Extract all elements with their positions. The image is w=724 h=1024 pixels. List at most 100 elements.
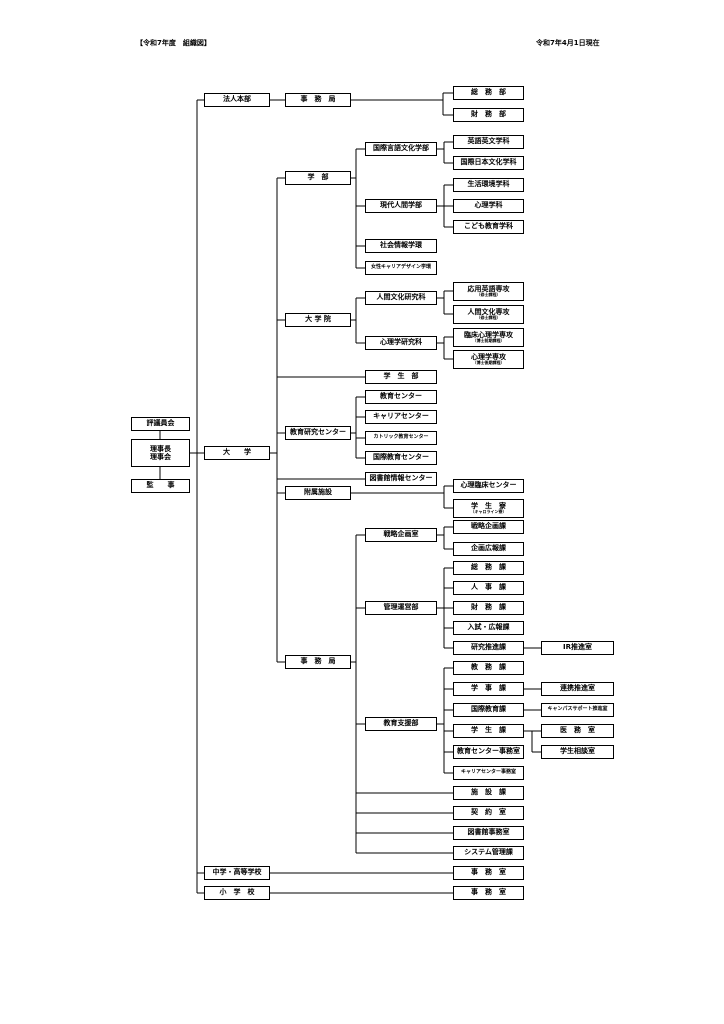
org-unit-label: こども教育学科 — [464, 222, 513, 231]
org-unit-dept-japan-culture: 国際日本文化学科 — [453, 156, 524, 170]
org-unit-label: キャリアセンター事務室 — [461, 769, 516, 776]
org-unit-grad-school: 大 学 院 — [285, 313, 351, 327]
org-unit-div-student-affairs: 学 事 課 — [453, 682, 524, 696]
org-unit-label: 国際教育課 — [471, 705, 506, 714]
org-unit-label: 心理臨床センター — [460, 481, 517, 490]
org-unit-label: 人間文化研究科 — [376, 293, 426, 302]
org-unit-label: 人 事 課 — [471, 583, 506, 592]
org-unit-sublabel: （博士前期課程） — [472, 338, 505, 344]
org-unit-label: 教育センター事務室 — [457, 747, 520, 756]
org-unit-label: 理事長 — [150, 444, 171, 453]
org-unit-label: 事 務 室 — [471, 868, 506, 877]
org-unit-faculties: 学 部 — [285, 171, 351, 185]
org-unit-career-center-office: キャリアセンター事務室 — [453, 766, 524, 780]
org-unit-label: 学 生 寮 — [471, 501, 506, 510]
org-unit-label: 入試・広報課 — [467, 623, 510, 632]
org-unit-label: 附属施設 — [304, 488, 332, 497]
document-date: 令和7年4月1日現在 — [536, 39, 600, 47]
org-unit-label: 施 設 課 — [471, 788, 506, 797]
org-unit-label: 心理学科 — [474, 201, 503, 210]
org-unit-prog-applied-english: 応用英語専攻（修士課程） — [453, 282, 524, 301]
org-unit-affiliated: 附属施設 — [285, 486, 351, 500]
org-unit-prog-human-culture: 人間文化専攻（修士課程） — [453, 305, 524, 324]
org-unit-div-facilities: 施 設 課 — [453, 786, 524, 800]
org-unit-univ-secretariat: 事 務 局 — [285, 655, 351, 669]
org-unit-hq-general-affairs: 総 務 部 — [453, 86, 524, 100]
org-unit-ed-support-dept: 教育支援部 — [365, 717, 437, 731]
org-unit-label: 戦略企画課 — [471, 522, 506, 531]
org-unit-label: システム管理課 — [464, 848, 513, 857]
org-unit-ir-office: IR推進室 — [541, 641, 614, 655]
org-unit-ed-research-center: 教育研究センター — [285, 426, 351, 440]
org-unit-label: 国際言語文化学部 — [373, 144, 429, 153]
org-unit-label: 評議員会 — [146, 419, 175, 428]
org-unit-label: 医 務 室 — [560, 726, 595, 735]
org-unit-label: 中学・高等学校 — [212, 868, 262, 877]
org-unit-label: 戦略企画室 — [383, 530, 419, 539]
org-unit-mgmt-dept: 管理運営部 — [365, 601, 437, 615]
org-unit-ctr-career: キャリアセンター — [365, 410, 437, 424]
org-unit-sublabel: （修士課程） — [476, 315, 501, 321]
org-unit-label: 図書館事務室 — [467, 828, 510, 837]
org-unit-systems-div: システム管理課 — [453, 846, 524, 860]
org-unit-student-affairs: 学 生 部 — [365, 370, 437, 384]
org-unit-label: 学 生 部 — [383, 372, 419, 381]
org-unit-label: 学 部 — [307, 173, 329, 182]
org-unit-label: キャリアセンター — [373, 412, 429, 421]
org-unit-aff-dorm: 学 生 寮（キャロライン寮） — [453, 499, 524, 518]
org-unit-strategy-office: 戦略企画室 — [365, 528, 437, 542]
org-unit-fac-modern-human: 現代人間学部 — [365, 199, 437, 213]
org-unit-label: 教育支援部 — [383, 719, 419, 728]
org-unit-label: 国際教育センター — [373, 453, 429, 462]
org-unit-ctr-intl-ed: 国際教育センター — [365, 451, 437, 465]
org-unit-elementary: 小 学 校 — [204, 886, 270, 900]
org-unit-label: 大 学 院 — [305, 315, 331, 324]
org-unit-label: 小 学 校 — [219, 888, 255, 897]
org-unit-label: 監 事 — [146, 481, 175, 490]
org-unit-counseling-office: 学生相談室 — [541, 745, 614, 759]
org-unit-ctr-education: 教育センター — [365, 390, 437, 404]
org-unit-label: 連携推進室 — [560, 684, 595, 693]
org-unit-hq-finance: 財 務 部 — [453, 108, 524, 122]
org-unit-label: 総 務 部 — [471, 88, 506, 97]
org-unit-label: 臨床心理学専攻 — [464, 330, 513, 339]
org-unit-label: 教 務 課 — [471, 663, 506, 672]
org-unit-label: 大 学 — [223, 448, 251, 457]
org-unit-label: 学 生 課 — [471, 726, 506, 735]
org-unit-div-pr: 企画広報課 — [453, 542, 524, 556]
org-unit-corp-hq: 法人本部 — [204, 93, 270, 107]
org-unit-ctr-catholic: カトリック教育センター — [365, 431, 437, 445]
org-unit-auditor: 監 事 — [131, 479, 190, 493]
org-unit-hq-secretariat: 事 務 局 — [285, 93, 351, 107]
org-unit-label: 管理運営部 — [383, 603, 419, 612]
org-unit-label: カトリック教育センター — [373, 434, 429, 441]
org-unit-label: 契 約 室 — [471, 808, 506, 817]
org-unit-div-general: 総 務 課 — [453, 561, 524, 575]
org-unit-grad-human-culture: 人間文化研究科 — [365, 291, 437, 305]
org-unit-library-office: 図書館事務室 — [453, 826, 524, 840]
org-unit-div-academic: 教 務 課 — [453, 661, 524, 675]
org-unit-label: 社会情報学環 — [380, 241, 422, 250]
org-unit-prog-clinical-psych: 臨床心理学専攻（博士前期課程） — [453, 328, 524, 347]
org-unit-elementary-office: 事 務 室 — [453, 886, 524, 900]
org-unit-dept-env: 生活環境学科 — [453, 178, 524, 192]
org-unit-fac-women-career: 女性キャリアデザイン学環 — [365, 261, 437, 275]
org-unit-div-strategy: 戦略企画課 — [453, 520, 524, 534]
org-unit-label: 事 務 局 — [300, 657, 336, 666]
org-unit-label: 応用英語専攻 — [467, 284, 510, 293]
org-unit-contract-office: 契 約 室 — [453, 806, 524, 820]
org-unit-label: 国際日本文化学科 — [460, 158, 517, 167]
org-unit-fac-social-info: 社会情報学環 — [365, 239, 437, 253]
org-unit-council: 評議員会 — [131, 417, 190, 431]
document-header-left: 【令和7年度 組織図】 — [136, 39, 211, 47]
org-unit-label: 学 事 課 — [471, 684, 506, 693]
org-unit-jr-sr-high: 中学・高等学校 — [204, 866, 270, 880]
org-unit-chair-board: 理事長理事会 — [131, 439, 190, 467]
org-unit-sublabel: （キャロライン寮） — [470, 509, 507, 515]
org-unit-label: 教育研究センター — [290, 428, 346, 437]
org-unit-label: 生活環境学科 — [467, 180, 510, 189]
org-unit-grad-psych: 心理学研究科 — [365, 336, 437, 350]
org-unit-label: 教育センター — [380, 392, 422, 401]
org-unit-label: 事 務 局 — [300, 95, 336, 104]
